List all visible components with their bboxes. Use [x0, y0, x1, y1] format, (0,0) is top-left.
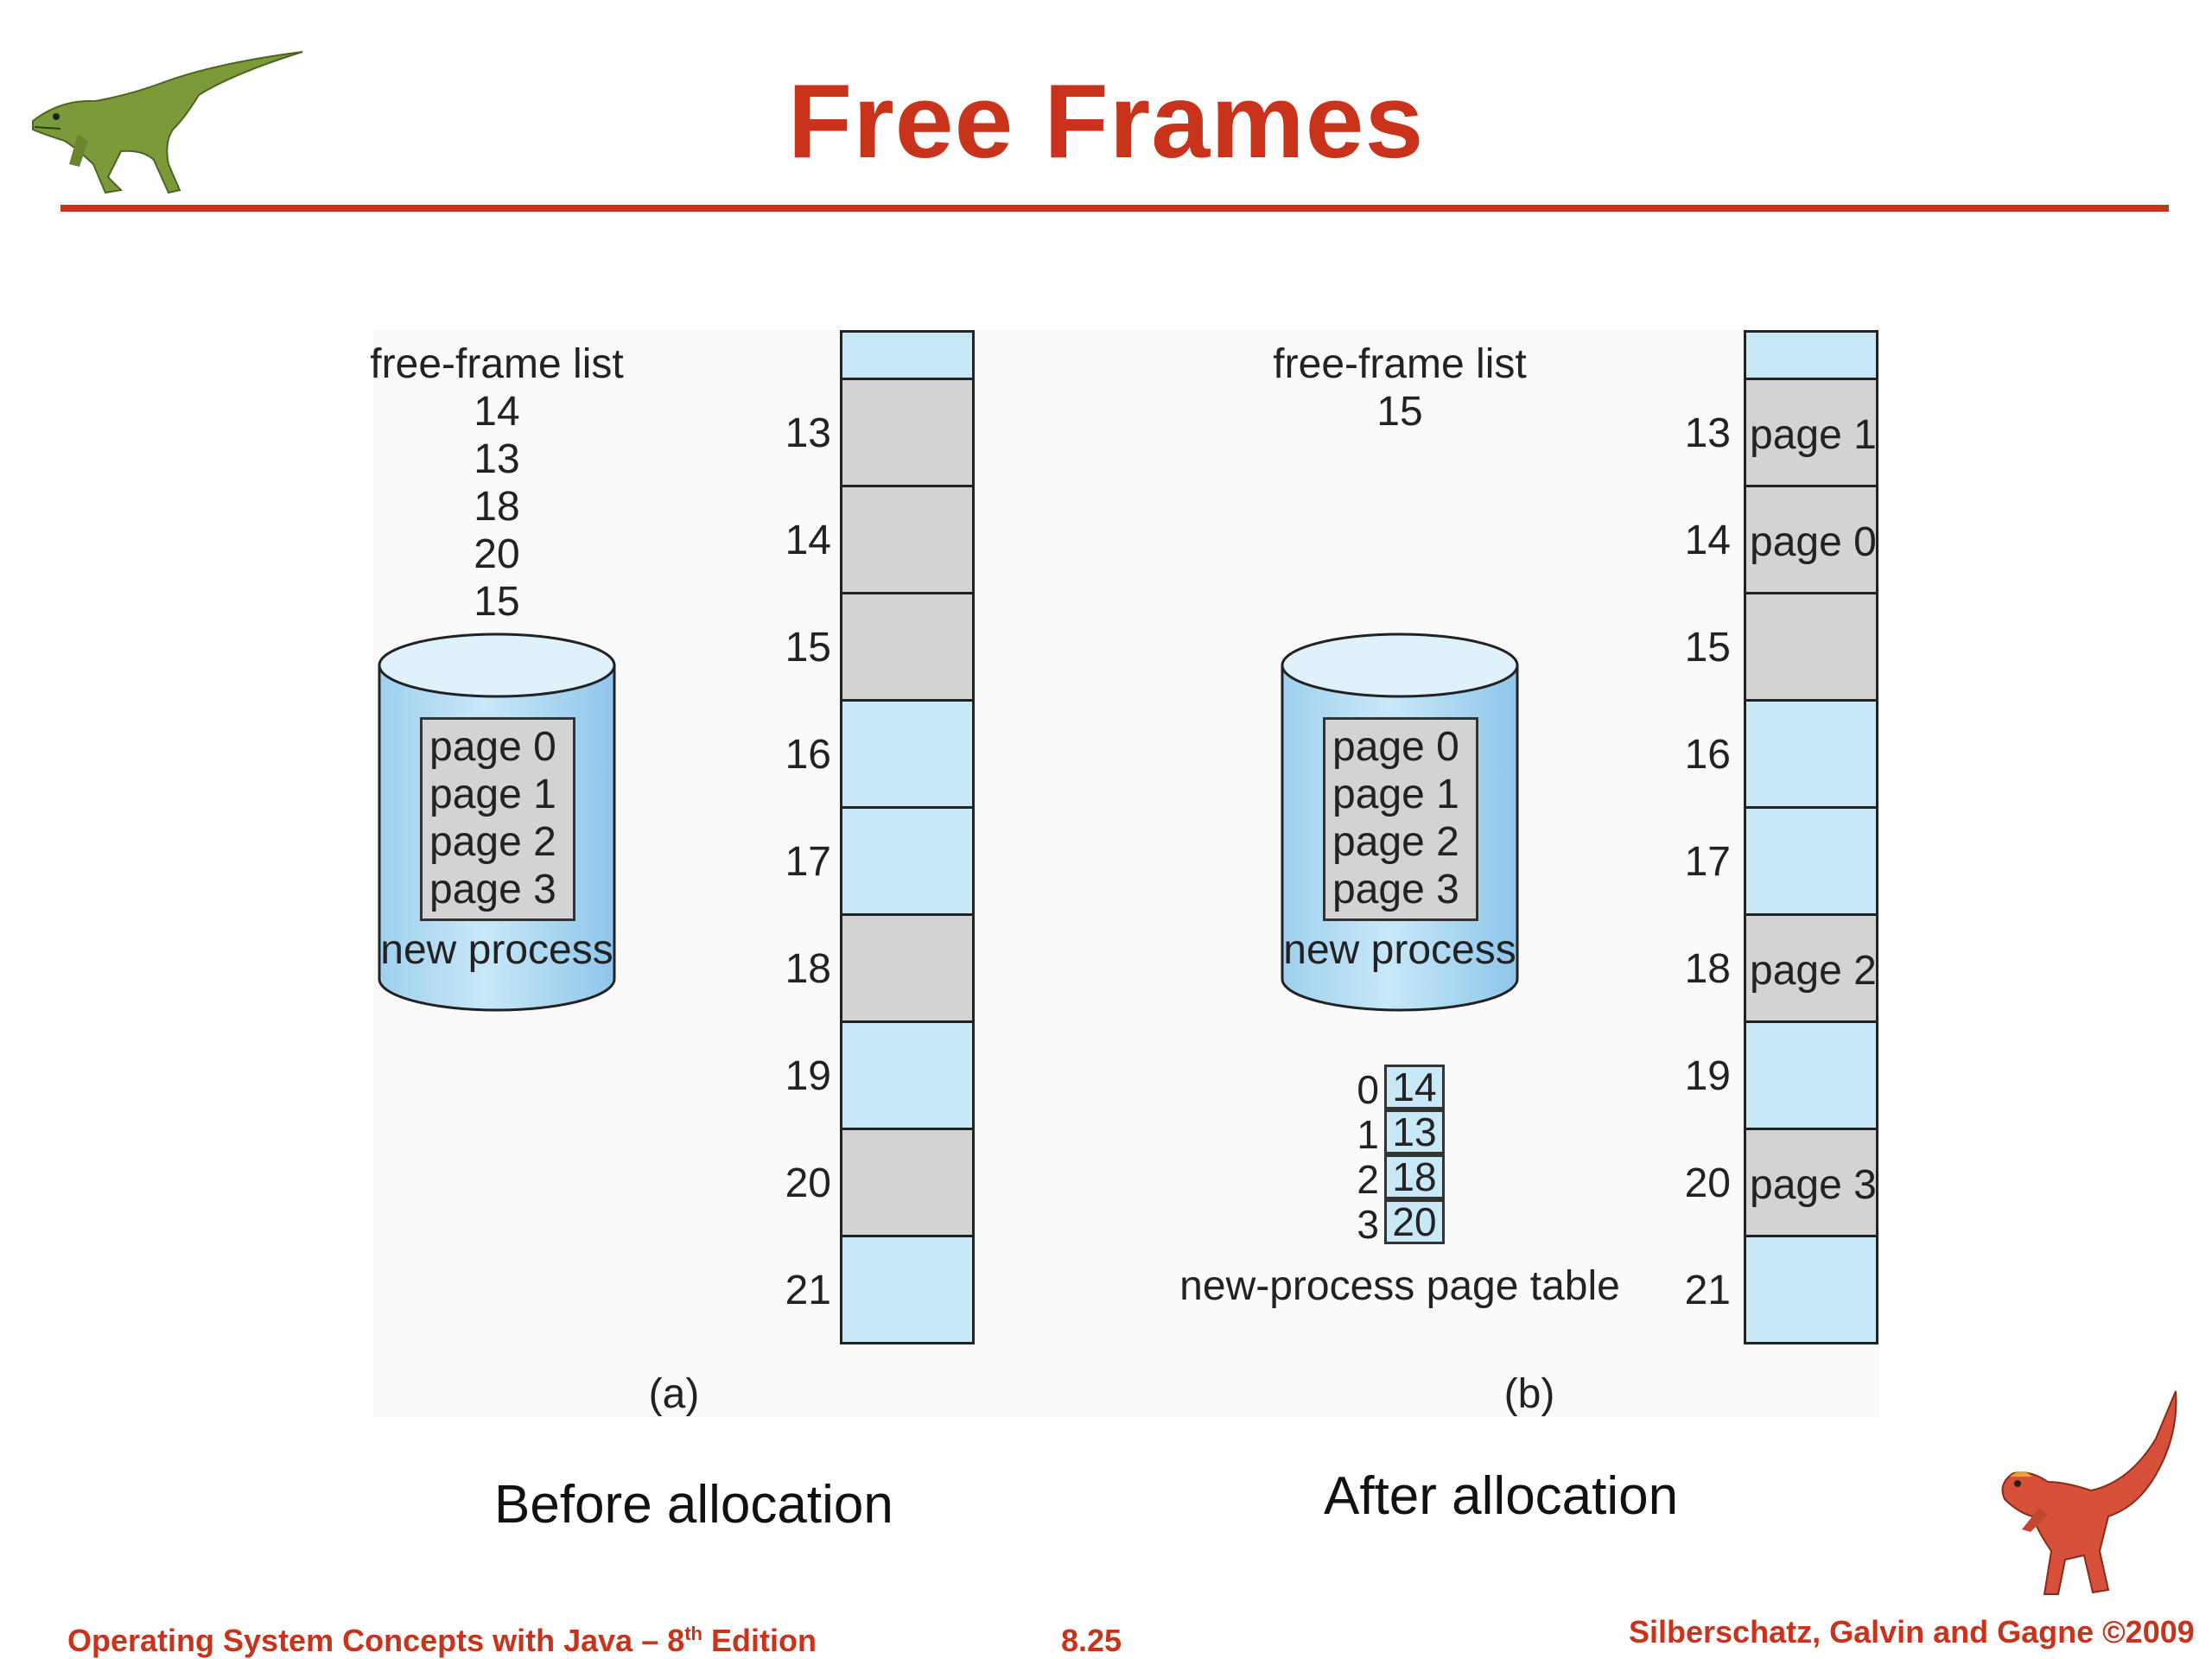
- process-page: page 1: [1332, 772, 1459, 817]
- frame-number: 21: [1684, 1268, 1731, 1313]
- figure-background: [373, 330, 1878, 1417]
- page-table-entry: 14: [1384, 1065, 1445, 1109]
- frame-number: 15: [1684, 625, 1731, 671]
- memory-frame: [1746, 806, 1876, 913]
- memory-frame: [1746, 1020, 1876, 1128]
- memory-frame-partial: [842, 333, 972, 378]
- process-page: page 0: [1332, 724, 1459, 770]
- page-table-index: 1: [1357, 1112, 1379, 1157]
- title-underline: [60, 205, 2169, 212]
- free-frame-list-label-a: free-frame list: [370, 341, 624, 387]
- memory-frame: [842, 913, 972, 1020]
- process-pages-box-b: page 0 page 1 page 2 page 3: [1323, 717, 1478, 921]
- frame-number: 15: [785, 625, 831, 671]
- memory-frame: page 2: [1746, 913, 1877, 1020]
- frame-number: 13: [1684, 410, 1731, 456]
- process-page: page 2: [1332, 819, 1459, 865]
- free-frame-item: 13: [474, 436, 520, 482]
- slide-title: Free Frames: [787, 62, 1425, 180]
- process-page: page 0: [429, 724, 556, 770]
- page-table-entry: 18: [1384, 1154, 1445, 1199]
- memory-frame: [842, 1128, 972, 1235]
- free-frame-item: 14: [474, 389, 520, 435]
- frame-number: 14: [1684, 518, 1731, 563]
- frame-number: 19: [785, 1053, 831, 1099]
- footer-book-title: Operating System Concepts with Java – 8t…: [67, 1623, 817, 1658]
- caption-after-allocation: After allocation: [1324, 1466, 1679, 1526]
- red-dinosaur-logo: [2001, 1390, 2177, 1595]
- frame-number: 20: [785, 1160, 831, 1206]
- process-pages-box-a: page 0 page 1 page 2 page 3: [420, 717, 575, 921]
- memory-frame: [842, 1020, 972, 1128]
- memory-frame-partial: [1746, 333, 1876, 378]
- figure-b-label: (b): [1503, 1371, 1555, 1417]
- new-process-label-b: new process: [1283, 927, 1516, 973]
- page-table-index: 0: [1357, 1067, 1379, 1112]
- page-table-label: new-process page table: [1179, 1263, 1620, 1309]
- frame-number: 18: [1684, 946, 1731, 992]
- physical-memory-a: [840, 330, 975, 1344]
- frame-number: 14: [785, 518, 831, 563]
- memory-frame: [1746, 1235, 1876, 1342]
- frame-number: 17: [785, 839, 831, 885]
- frame-number: 20: [1684, 1160, 1731, 1206]
- memory-frame: page 1: [1746, 378, 1877, 485]
- memory-frame: [842, 378, 972, 485]
- process-page: page 2: [429, 819, 556, 865]
- process-page: page 3: [429, 867, 556, 912]
- memory-frame: [1746, 592, 1876, 699]
- frame-number: 17: [1684, 839, 1731, 885]
- free-frame-item: 20: [474, 531, 520, 577]
- physical-memory-b: page 1 page 0 page 2 page 3: [1744, 330, 1878, 1344]
- process-page: page 3: [1332, 867, 1459, 912]
- free-frame-item: 15: [1376, 389, 1423, 435]
- figure-a-label: (a): [648, 1371, 700, 1417]
- frame-number: 16: [785, 732, 831, 778]
- process-page: page 1: [429, 772, 556, 817]
- frame-number: 21: [785, 1268, 831, 1313]
- caption-before-allocation: Before allocation: [494, 1475, 893, 1535]
- free-frame-item: 18: [474, 484, 520, 530]
- memory-frame: page 0: [1746, 485, 1877, 592]
- frame-number: 19: [1684, 1053, 1731, 1099]
- frame-number: 13: [785, 410, 831, 456]
- memory-frame: [842, 485, 972, 592]
- page-table-index: 2: [1357, 1157, 1379, 1202]
- memory-frame: [842, 592, 972, 699]
- memory-frame: [842, 806, 972, 913]
- memory-frame: [842, 1235, 972, 1342]
- frame-number: 16: [1684, 732, 1731, 778]
- free-frame-list-label-b: free-frame list: [1273, 341, 1527, 387]
- memory-frame: [842, 699, 972, 806]
- frame-number: 18: [785, 946, 831, 992]
- footer-slide-number: 8.25: [1061, 1623, 1122, 1658]
- page-table-entry: 20: [1384, 1199, 1445, 1244]
- footer-authors: Silberschatz, Galvin and Gagne ©2009: [1629, 1614, 2195, 1649]
- memory-frame: page 3: [1746, 1128, 1877, 1235]
- memory-frame: [1746, 699, 1876, 806]
- green-dinosaur-logo: [32, 51, 303, 194]
- page-table-index: 3: [1357, 1202, 1379, 1247]
- free-frame-item: 15: [474, 579, 520, 625]
- new-process-label-a: new process: [380, 927, 613, 973]
- page-table-entry: 13: [1384, 1109, 1445, 1154]
